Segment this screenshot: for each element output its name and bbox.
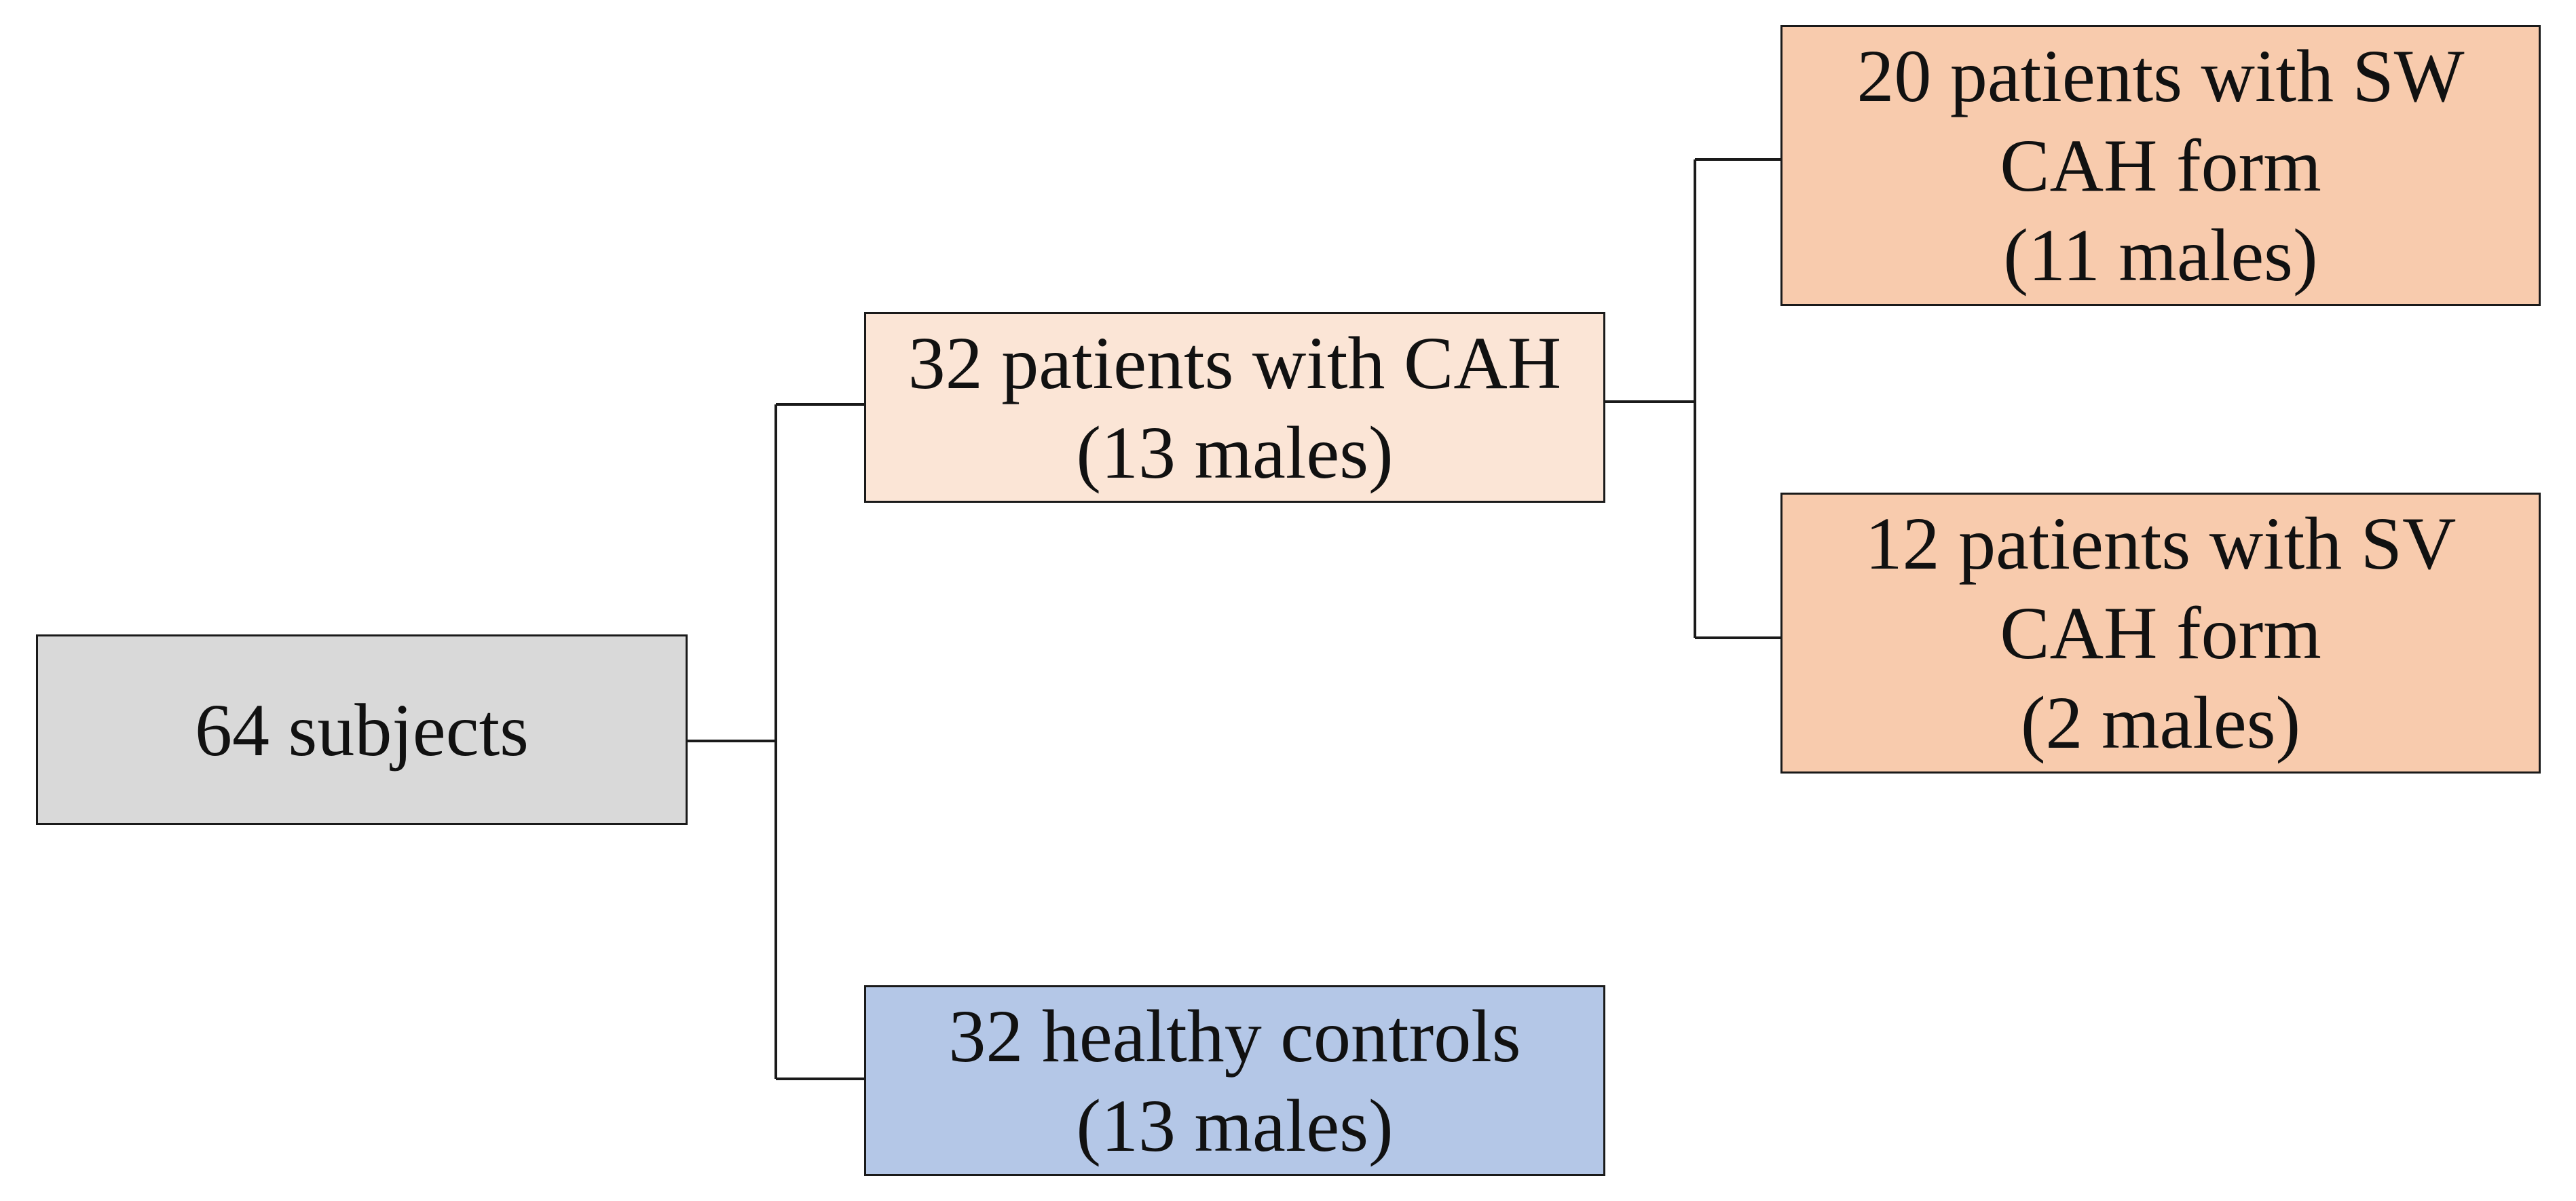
node-cah-patients-line-2: (13 males) xyxy=(1076,411,1394,494)
node-healthy-controls-line-1: 32 healthy controls xyxy=(948,994,1521,1078)
node-all-subjects: 64 subjects xyxy=(36,634,688,825)
node-cah-patients-line-1: 32 patients with CAH xyxy=(908,321,1562,404)
node-healthy-controls: 32 healthy controls (13 males) xyxy=(864,985,1605,1176)
node-sw-cah-patients-line-2: CAH form xyxy=(2000,124,2321,207)
node-sv-cah-patients-line-2: CAH form xyxy=(2000,592,2321,674)
node-sv-cah-patients-line-3: (2 males) xyxy=(2020,681,2301,764)
node-cah-patients: 32 patients with CAH (13 males) xyxy=(864,312,1605,503)
node-healthy-controls-line-2: (13 males) xyxy=(1076,1084,1394,1167)
node-sw-cah-patients: 20 patients with SW CAH form (11 males) xyxy=(1780,25,2541,306)
node-sw-cah-patients-line-3: (11 males) xyxy=(2003,214,2318,297)
node-sw-cah-patients-line-1: 20 patients with SW xyxy=(1856,35,2465,117)
node-sv-cah-patients: 12 patients with SV CAH form (2 males) xyxy=(1780,493,2541,774)
node-all-subjects-line-1: 64 subjects xyxy=(195,688,529,771)
node-sv-cah-patients-line-1: 12 patients with SV xyxy=(1865,502,2457,585)
